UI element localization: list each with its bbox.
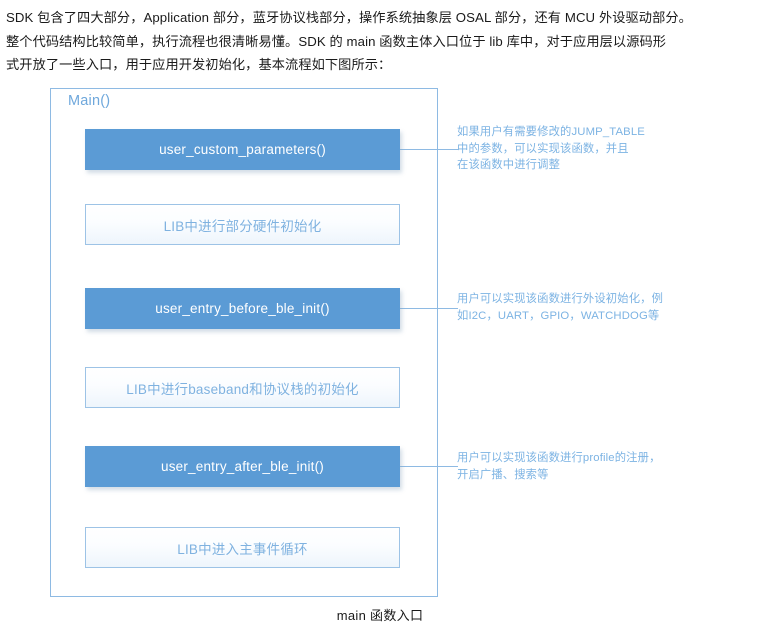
annotation-profile-register: 用户可以实现该函数进行profile的注册， 开启广播、搜索等 bbox=[457, 450, 687, 483]
flow-box-label: user_custom_parameters() bbox=[159, 142, 326, 157]
flow-box-lib-baseband-stack-init[interactable]: LIB中进行baseband和协议栈的初始化 bbox=[85, 367, 400, 408]
flow-box-label: user_entry_after_ble_init() bbox=[161, 459, 324, 474]
intro-line-1: SDK 包含了四大部分，Application 部分，蓝牙协议栈部分，操作系统抽… bbox=[6, 10, 692, 25]
diagram-caption: main 函数入口 bbox=[336, 608, 424, 623]
annotation-jump-table: 如果用户有需要修改的JUMP_TABLE 中的参数，可以实现该函数，并且 在该函… bbox=[457, 124, 687, 174]
flow-box-lib-hardware-init[interactable]: LIB中进行部分硬件初始化 bbox=[85, 204, 400, 245]
connector-line-2 bbox=[400, 308, 458, 309]
annotation-line-2: 中的参数，可以实现该函数，并且 bbox=[457, 142, 629, 155]
intro-paragraph: SDK 包含了四大部分，Application 部分，蓝牙协议栈部分，操作系统抽… bbox=[6, 6, 754, 77]
flow-box-label: LIB中进行部分硬件初始化 bbox=[163, 218, 322, 234]
main-container-label: Main() bbox=[68, 93, 111, 109]
flow-box-user-custom-parameters[interactable]: user_custom_parameters() bbox=[85, 129, 400, 170]
main-function-container bbox=[50, 88, 438, 597]
flow-box-label: user_entry_before_ble_init() bbox=[155, 301, 330, 316]
flow-box-label: LIB中进入主事件循环 bbox=[177, 541, 308, 557]
flow-box-label: LIB中进行baseband和协议栈的初始化 bbox=[126, 381, 359, 397]
annotation-line-3: 在该函数中进行调整 bbox=[457, 159, 561, 171]
flow-box-user-entry-after-ble-init[interactable]: user_entry_after_ble_init() bbox=[85, 446, 400, 487]
annotation-line-1: 如果用户有需要修改的JUMP_TABLE bbox=[457, 126, 645, 138]
connector-line-1 bbox=[400, 149, 458, 150]
flow-diagram: Main() user_custom_parameters() LIB中进行部分… bbox=[0, 80, 760, 624]
annotation-line-1: 用户可以实现该函数进行外设初始化，例 bbox=[457, 293, 664, 305]
annotation-line-1: 用户可以实现该函数进行profile的注册， bbox=[457, 452, 661, 464]
connector-line-3 bbox=[400, 466, 458, 467]
flow-box-lib-main-event-loop[interactable]: LIB中进入主事件循环 bbox=[85, 527, 400, 568]
intro-line-2: 整个代码结构比较简单，执行流程也很清晰易懂。SDK 的 main 函数主体入口位… bbox=[6, 33, 667, 49]
annotation-line-2: 如I2C，UART，GPIO，WATCHDOG等 bbox=[457, 309, 660, 322]
annotation-peripheral-init: 用户可以实现该函数进行外设初始化，例 如I2C，UART，GPIO，WATCHD… bbox=[457, 291, 687, 324]
intro-line-3: 式开放了一些入口，用于应用开发初始化，基本流程如下图所示： bbox=[6, 57, 392, 72]
flow-box-user-entry-before-ble-init[interactable]: user_entry_before_ble_init() bbox=[85, 288, 400, 329]
annotation-line-2: 开启广播、搜索等 bbox=[457, 468, 549, 481]
